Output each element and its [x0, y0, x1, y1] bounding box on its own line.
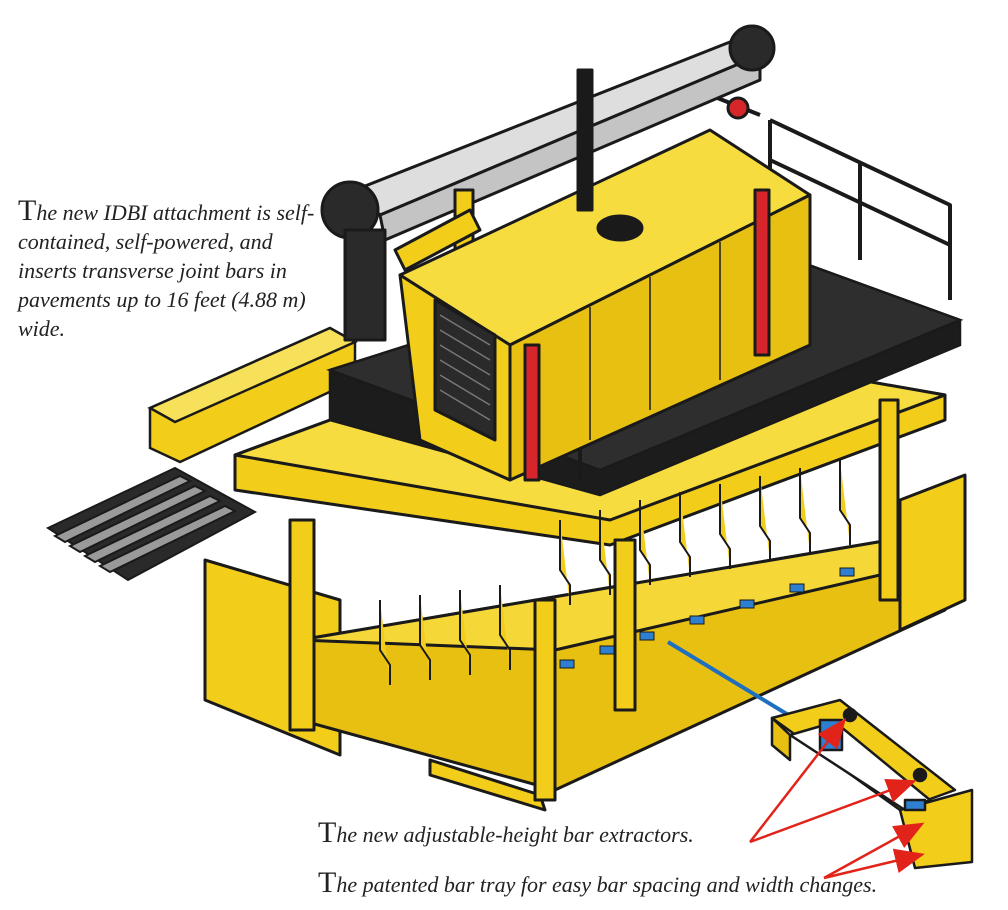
extractors-text: he new adjustable-height bar extractors. [336, 822, 694, 847]
intro-text: he new IDBI attachment is self-contained… [18, 200, 315, 341]
bar-extractors [379, 460, 851, 685]
callout-line [666, 640, 807, 727]
side-boom [147, 326, 358, 464]
tray-caption: The patented bar tray for easy bar spaci… [318, 866, 877, 900]
tray-text: he patented bar tray for easy bar spacin… [336, 872, 878, 897]
tray-dropcap: T [318, 866, 337, 899]
bar-rails [45, 466, 258, 582]
extractors-dropcap: T [318, 816, 337, 849]
crane-arm [320, 24, 776, 342]
intro-dropcap: T [18, 194, 37, 227]
extractors-caption: The new adjustable-height bar extractors… [318, 816, 694, 850]
engine-enclosure [398, 68, 812, 482]
bar-tray-detail [770, 698, 974, 870]
callout-arrows [749, 718, 925, 880]
tray-blue-parts [559, 567, 855, 669]
intro-caption: The new IDBI attachment is self-containe… [18, 196, 318, 343]
